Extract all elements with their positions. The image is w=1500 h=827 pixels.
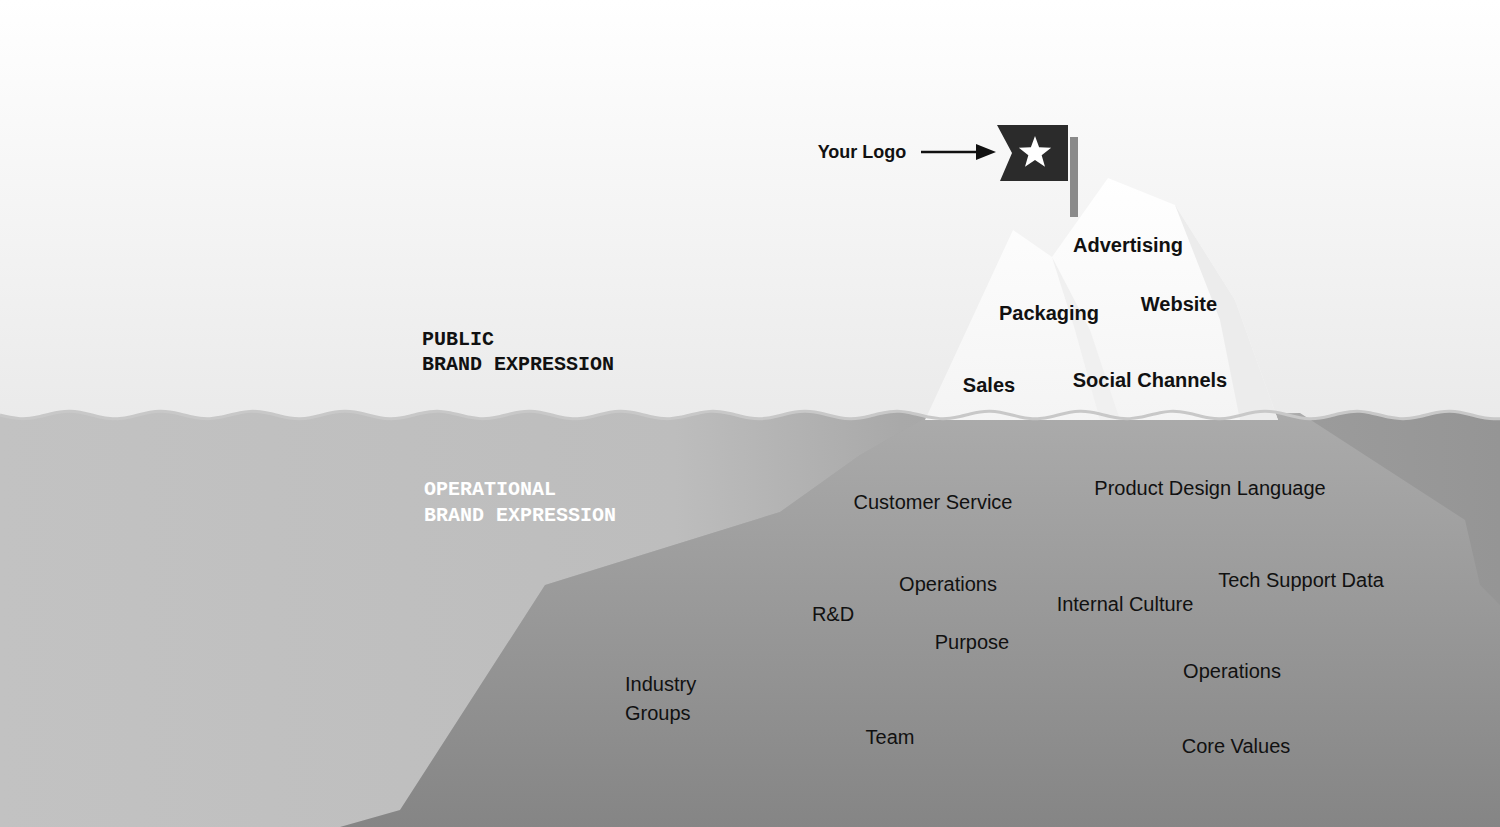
water <box>0 411 1500 827</box>
public-item: Sales <box>963 373 1015 397</box>
pointer-head <box>976 144 996 160</box>
label-line: BRAND EXPRESSION <box>424 504 616 527</box>
label-line: Industry <box>625 670 696 699</box>
iceberg-tip <box>925 178 1278 420</box>
pointer-line <box>921 151 982 154</box>
public-item: Social Channels <box>1073 368 1228 392</box>
label-line: OPERATIONAL <box>424 477 616 503</box>
public-item: Packaging <box>999 301 1099 325</box>
label-line: PUBLIC <box>422 327 614 352</box>
operational-item: Product Design Language <box>1094 476 1325 500</box>
operational-item: Customer Service <box>854 490 1013 514</box>
label-line: Groups <box>625 702 691 724</box>
zone-heading: PUBLIC BRAND EXPRESSION <box>422 327 614 377</box>
operational-item: Internal Culture <box>1057 592 1194 616</box>
iceberg-underwater <box>340 413 1500 827</box>
operational-item: Industry Groups <box>625 670 696 728</box>
operational-item: Operations <box>899 572 997 596</box>
zone-heading: OPERATIONAL BRAND EXPRESSION <box>424 477 616 529</box>
iceberg-tip-facet <box>1052 257 1120 420</box>
operational-item: Team <box>866 725 915 749</box>
operational-item: Core Values <box>1182 734 1291 758</box>
logo-label: Your Logo <box>818 140 907 164</box>
operational-item: Operations <box>1183 659 1281 683</box>
label-line: BRAND EXPRESSION <box>422 353 614 376</box>
flag <box>997 125 1068 181</box>
flag-pole <box>1070 137 1078 217</box>
operational-item: R&D <box>812 602 854 626</box>
public-item: Website <box>1141 292 1217 316</box>
flag-star <box>1019 136 1051 167</box>
operational-item: Purpose <box>935 630 1010 654</box>
public-item: Advertising <box>1073 233 1183 257</box>
operational-item: Tech Support Data <box>1218 568 1384 592</box>
water-line <box>0 411 1500 418</box>
